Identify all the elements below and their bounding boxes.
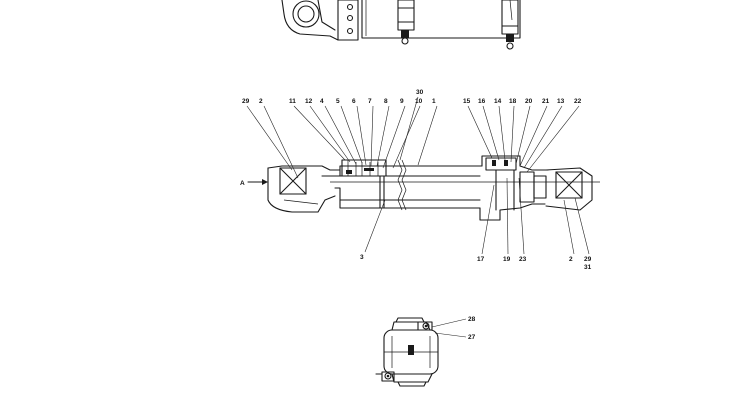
callout-label: 29 [584, 256, 592, 263]
leader-line [399, 96, 419, 161]
callout-label: 6 [352, 98, 356, 105]
leader-line [382, 105, 406, 169]
callout-label: 12 [305, 98, 313, 105]
leader-line [376, 105, 390, 167]
callout-label: 23 [519, 256, 527, 263]
callout-label: 13 [557, 98, 565, 105]
leader-line [498, 105, 506, 161]
bottom-eye-bushing [555, 171, 583, 199]
callout-label: 18 [509, 98, 517, 105]
top-cylinder-view [281, 0, 521, 50]
leader-line [370, 105, 374, 167]
callout-label: 28 [468, 316, 476, 323]
leader-line [506, 177, 509, 255]
bottom-eye [545, 167, 593, 211]
leader-line [417, 105, 438, 166]
callout-label: 1 [432, 98, 436, 105]
leader-line [510, 105, 515, 163]
callout-label: 10 [415, 98, 423, 105]
leader-line [324, 105, 357, 165]
callout-label: 8 [384, 98, 388, 105]
leader-line [467, 105, 493, 159]
callout-label: 22 [574, 98, 582, 105]
gland [341, 159, 387, 177]
callout-label: 30 [416, 89, 424, 96]
cylinder-head-bottom [479, 203, 546, 221]
leader-line [263, 105, 299, 179]
callout-label: 29 [242, 98, 250, 105]
cylinder-head-top [481, 155, 549, 171]
callout-label: 7 [368, 98, 372, 105]
callout-label: 5 [336, 98, 340, 105]
leader-line [293, 105, 346, 161]
leader-line [364, 199, 386, 253]
leader-line [519, 105, 548, 167]
callout-label: 3 [360, 254, 364, 261]
leader-line [574, 197, 590, 255]
leader-line [482, 105, 500, 161]
leader-line [515, 105, 531, 165]
leader-line [340, 105, 363, 164]
callout-label: 11 [289, 98, 296, 105]
rod-eye-lower [267, 167, 336, 213]
callout-labels: 29 2 11 12 4 5 6 7 8 9 10 1 15 16 14 18 20 21 13 22 3 17 19 23 2… [242, 89, 592, 341]
barrel-bottom [334, 187, 481, 209]
leader-line [356, 105, 367, 166]
callout-label: 9 [400, 98, 404, 105]
main-cylinder-assembly: A [240, 155, 600, 221]
view-label-a: A [240, 180, 245, 187]
barrel-top [321, 165, 483, 177]
callout-label: 27 [468, 334, 476, 341]
leader-line [481, 184, 495, 255]
callout-label: 21 [542, 98, 550, 105]
leader-line [563, 199, 575, 255]
callout-label: 14 [494, 98, 502, 105]
callout-label: 4 [320, 98, 324, 105]
leader-line [523, 105, 563, 169]
leader-line [431, 318, 467, 328]
leader-line [526, 105, 580, 173]
callout-label: 20 [525, 98, 533, 105]
leader-line [309, 105, 351, 163]
callout-label: 31 [584, 264, 592, 271]
callout-label: 2 [259, 98, 263, 105]
callout-label: 16 [478, 98, 486, 105]
leader-line [434, 332, 467, 338]
callout-label: 19 [503, 256, 511, 263]
callout-label: 15 [463, 98, 471, 105]
callout-label: 17 [477, 256, 485, 263]
clamp-detail-view [375, 317, 439, 387]
leader-lines [246, 96, 590, 338]
leader-line [246, 105, 293, 171]
rod-eye-upper [267, 165, 341, 171]
leader-line [518, 177, 525, 255]
callout-label: 2 [569, 256, 573, 263]
